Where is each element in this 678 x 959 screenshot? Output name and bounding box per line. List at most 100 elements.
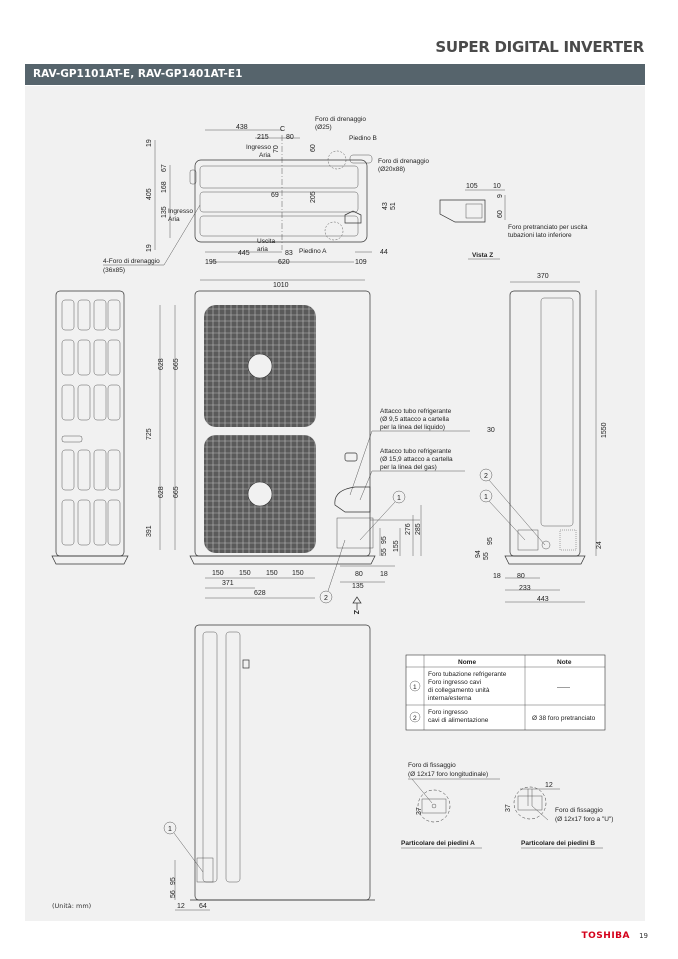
dim: 105 xyxy=(466,183,478,190)
table-row-num: 2 xyxy=(413,715,417,722)
dim: 405 xyxy=(146,188,153,200)
air-in-top-label: Ingresso xyxy=(246,144,271,151)
dim: 1550 xyxy=(601,422,608,438)
marker-2: 2 xyxy=(324,595,328,602)
series-title: SUPER DIGITAL INVERTER xyxy=(435,38,644,56)
dim: 37 xyxy=(416,807,423,815)
table-header-note: Note xyxy=(557,659,572,666)
air-out-label: Uscita xyxy=(257,238,275,245)
right-side-view: 370 1550 30 24 94 55 95 18 80 233 443 2 … xyxy=(475,273,608,603)
dim: 233 xyxy=(519,585,531,592)
dim: 371 xyxy=(222,580,234,587)
dim: 628 xyxy=(254,590,266,597)
dim: 64 xyxy=(199,903,207,910)
detail-a-label: Foro di fissaggio xyxy=(408,762,456,769)
dim: 665 xyxy=(173,486,180,498)
gas-line-label: per la linea del gas) xyxy=(380,464,437,471)
dim: 195 xyxy=(205,259,217,266)
detail-a-label: (Ø 12x17 foro longitudinale) xyxy=(408,771,488,778)
dim: 370 xyxy=(537,273,549,280)
dim: 155 xyxy=(393,540,400,552)
detail-foot-b: 12 37 Foro di fissaggio (Ø 12x17 foro a … xyxy=(505,782,613,849)
drain-4-label: 4-Foro di drenaggio xyxy=(103,258,160,265)
marker-2: 2 xyxy=(484,473,488,480)
page-number: 19 xyxy=(639,932,648,940)
dim: 628 xyxy=(158,486,165,498)
liquid-line-label: Attacco tubo refrigerante xyxy=(380,408,452,415)
drain-20-label: Foro di drenaggio xyxy=(378,158,429,165)
gas-line-label: (Ø 15,9 attacco a cartella xyxy=(380,456,453,463)
foot-a-label: Piedino A xyxy=(299,248,327,255)
air-in-side-label: Ingresso xyxy=(168,208,193,215)
drain-25-sub: (Ø25) xyxy=(315,124,332,131)
dim: 18 xyxy=(380,571,388,578)
dim: 285 xyxy=(415,523,422,535)
dim: 215 xyxy=(257,134,269,141)
dim: 150 xyxy=(212,570,224,577)
table-cell: Foro ingresso cavi xyxy=(428,679,481,686)
dim: 168 xyxy=(161,181,168,193)
dim: 1010 xyxy=(273,282,289,289)
table-row-num: 1 xyxy=(413,684,417,691)
front-view: 1010 628 665 725 628 665 391 150 150 150… xyxy=(146,279,470,615)
dim: 95 xyxy=(487,537,494,545)
unit-note: (Unità: mm) xyxy=(52,902,92,910)
dim: 150 xyxy=(292,570,304,577)
table-cell: —— xyxy=(557,684,571,691)
view-z: 105 10 9 60 Foro pretranciato per uscita… xyxy=(439,183,588,260)
dim: 12 xyxy=(177,903,185,910)
dim: 80 xyxy=(355,571,363,578)
brand-logo: TOSHIBA xyxy=(581,931,630,941)
dim: 665 xyxy=(173,358,180,370)
dim: 391 xyxy=(146,525,153,537)
dim: 55 xyxy=(381,548,388,556)
dim: 67 xyxy=(161,164,168,172)
dim: 95 xyxy=(170,877,177,885)
centerline-label: C xyxy=(280,126,285,133)
dim: 109 xyxy=(355,259,367,266)
dim: 628 xyxy=(158,358,165,370)
detail-b-title: Particolare dei piedini B xyxy=(521,840,595,847)
dim: 12 xyxy=(545,782,553,789)
dim: 725 xyxy=(146,428,153,440)
top-view: C Foro di drenaggio (Ø25) Piedino B Foro… xyxy=(103,116,429,274)
dim: 9 xyxy=(497,194,504,198)
dim: 445 xyxy=(238,250,250,257)
dim: 438 xyxy=(236,124,248,131)
air-in-side-label2: Aria xyxy=(168,216,180,223)
dim: 150 xyxy=(266,570,278,577)
dim: 10 xyxy=(493,183,501,190)
table-cell: cavi di alimentazione xyxy=(428,717,489,724)
left-side-view xyxy=(51,290,129,565)
dim: 95 xyxy=(381,536,388,544)
table-cell: interna/esterna xyxy=(428,695,472,702)
table-cell: Ø 38 foro pretranciato xyxy=(532,715,596,722)
detail-b-label: (Ø 12x17 foro a "U") xyxy=(555,816,613,823)
view-z-note1: Foro pretranciato per uscita xyxy=(508,224,588,231)
table-cell: di collegamento unità xyxy=(428,687,490,694)
dim: 80 xyxy=(286,134,294,141)
dim: 18 xyxy=(493,573,501,580)
dim: 150 xyxy=(239,570,251,577)
detail-a-title: Particolare dei piedini A xyxy=(401,840,475,847)
dim: 37 xyxy=(505,804,512,812)
dim: 70 xyxy=(273,145,280,153)
model-bar: RAV-GP1101AT-E, RAV-GP1401AT-E1 xyxy=(25,64,645,85)
dim: 44 xyxy=(380,249,388,256)
dim: 60 xyxy=(310,144,317,152)
marker-1: 1 xyxy=(168,826,172,833)
view-z-title: Vista Z xyxy=(472,252,493,259)
air-out-label2: aria xyxy=(257,246,268,253)
dim: 24 xyxy=(596,541,603,549)
dim: 83 xyxy=(285,250,293,257)
dim: 69 xyxy=(271,192,279,199)
liquid-line-label: (Ø 9,5 attacco a cartella xyxy=(380,416,449,423)
table-header-name: Nome xyxy=(458,659,476,666)
dim: 620 xyxy=(278,259,290,266)
dim: 19 xyxy=(146,139,153,147)
table-cell: Foro ingresso xyxy=(428,709,468,716)
dim: 60 xyxy=(497,210,504,218)
table-cell: Foro tubazione refrigerante xyxy=(428,671,507,678)
detail-foot-a: Foro di fissaggio (Ø 12x17 foro longitud… xyxy=(401,762,500,849)
dim: 55 xyxy=(483,552,490,560)
